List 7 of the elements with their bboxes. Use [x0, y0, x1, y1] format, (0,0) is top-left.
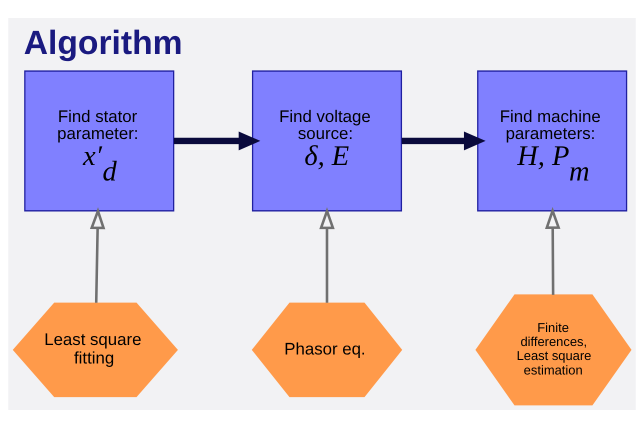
node-box: Find voltage source: δ, E	[252, 70, 402, 211]
arrow	[174, 130, 260, 150]
arrow	[90, 206, 106, 302]
arrow	[545, 206, 560, 294]
diagram-title: Algorithm	[24, 24, 183, 62]
arrow	[402, 130, 486, 150]
arrow	[319, 206, 335, 302]
